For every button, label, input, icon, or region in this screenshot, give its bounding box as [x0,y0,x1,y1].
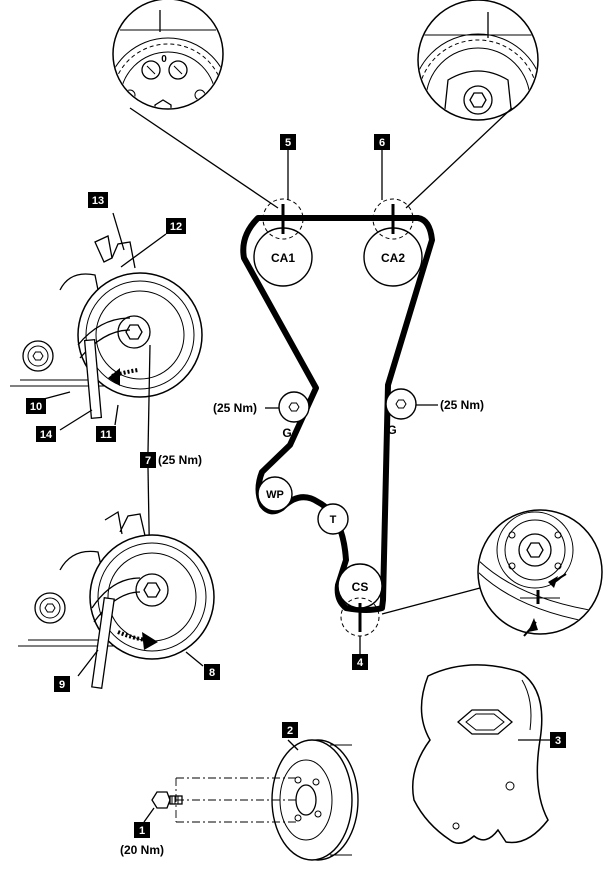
pulley-ca2-label: CA2 [381,251,405,265]
callout-4: 4 [357,657,364,669]
pulley-ca2: CA2 [363,227,423,287]
callout-5: 5 [285,137,291,149]
callout-10: 10 [30,401,42,413]
callout-3: 3 [555,735,561,747]
callout-1: 1 [139,825,145,837]
timing-belt [240,215,435,613]
callout-14: 14 [40,429,53,441]
callout-7: 7 [145,455,151,467]
idler-left-label: G [282,426,291,440]
idler-right-label: G [387,423,396,437]
torque-idler-right: (25 Nm) [440,398,484,412]
pulley-t-label: T [330,514,337,526]
timing-cover [411,664,550,844]
pulley-cs: CS [337,563,383,609]
pulley-ca1-label: CA1 [271,251,295,265]
tensioner-lower [18,510,215,689]
callout-8: 8 [209,667,215,679]
pulley-wp-label: WP [266,489,284,501]
callout-2: 2 [287,725,293,737]
callout-6: 6 [379,137,385,149]
camshaft-1-detail: 0 [112,0,224,110]
idler-right: G [385,388,417,437]
tensioner-upper [10,212,203,431]
camshaft-2-detail [417,0,539,121]
torque-tensioner: (25 Nm) [158,453,202,467]
torque-idler-left: (25 Nm) [213,401,257,415]
crankshaft-detail [477,509,603,637]
pulley-cs-label: CS [352,580,369,594]
callout-12: 12 [170,221,182,233]
zero-mark: 0 [161,54,167,65]
idler-left: G [278,391,310,440]
pulley-wp: WP [257,476,293,512]
crankshaft-pulley [175,739,359,861]
pulley-t: T [317,503,349,535]
callout-11: 11 [100,429,112,441]
pulley-ca1: CA1 [253,227,313,287]
callout-13: 13 [92,195,104,207]
pulley-bolt [143,791,183,823]
torque-bolt: (20 Nm) [120,843,164,857]
callout-9: 9 [59,679,65,691]
